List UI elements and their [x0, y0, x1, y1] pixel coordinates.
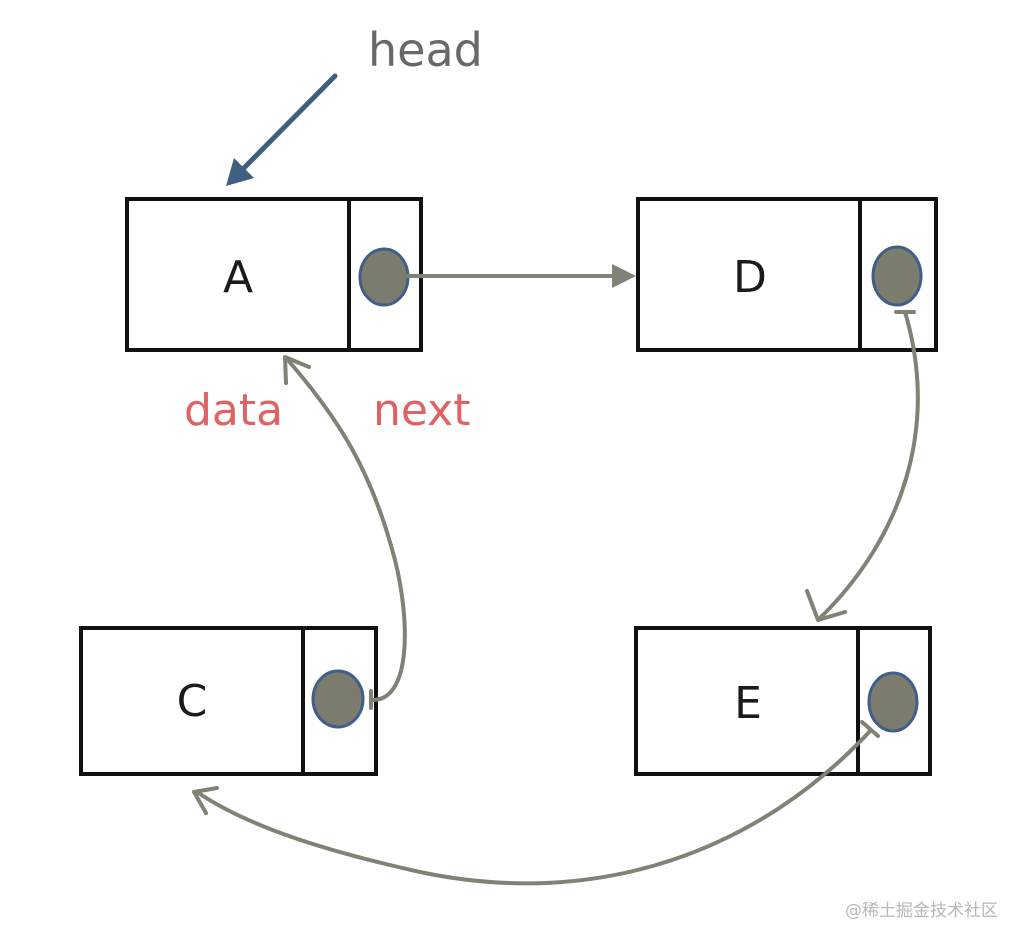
node-c: C — [79, 626, 378, 776]
node-d: D — [636, 197, 938, 352]
watermark-text: @稀土掘金技术社区 — [845, 901, 998, 921]
node-e-next-pointer — [867, 671, 919, 733]
head-label: head — [368, 23, 483, 77]
node-c-next-pointer — [311, 669, 365, 729]
node-a: A — [125, 197, 423, 352]
link-a-to-d — [406, 264, 636, 288]
node-d-label: D — [733, 252, 767, 303]
node-e-label: E — [734, 678, 762, 729]
node-d-next-pointer — [871, 245, 923, 307]
head-arrow — [226, 73, 338, 186]
data-field-label: data — [184, 385, 283, 436]
node-e: E — [634, 626, 932, 776]
node-a-next-pointer — [358, 247, 410, 307]
link-e-to-c — [192, 720, 880, 886]
node-c-label: C — [177, 676, 208, 727]
next-field-label: next — [373, 385, 470, 436]
link-c-to-a — [283, 355, 407, 710]
link-d-to-e — [805, 310, 920, 622]
node-a-label: A — [223, 252, 253, 303]
